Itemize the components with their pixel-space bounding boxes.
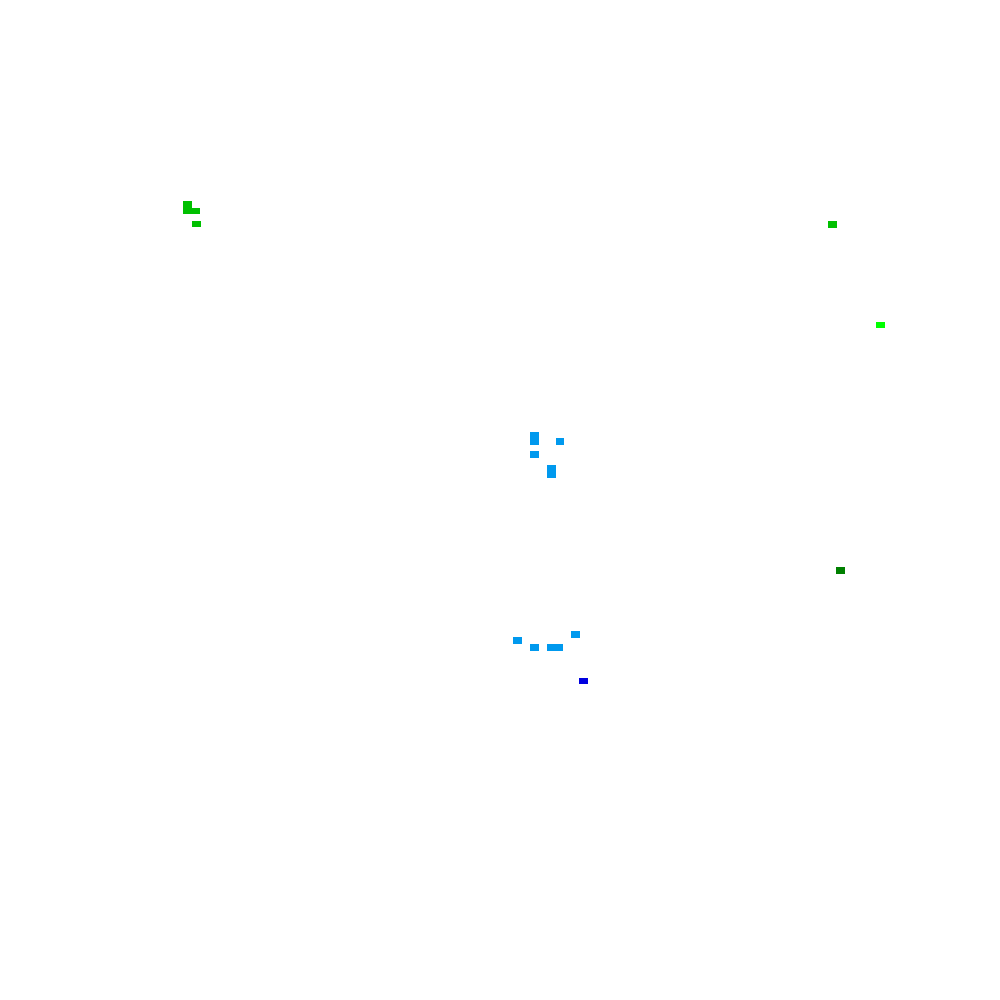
blank-canvas [183, 201, 885, 684]
